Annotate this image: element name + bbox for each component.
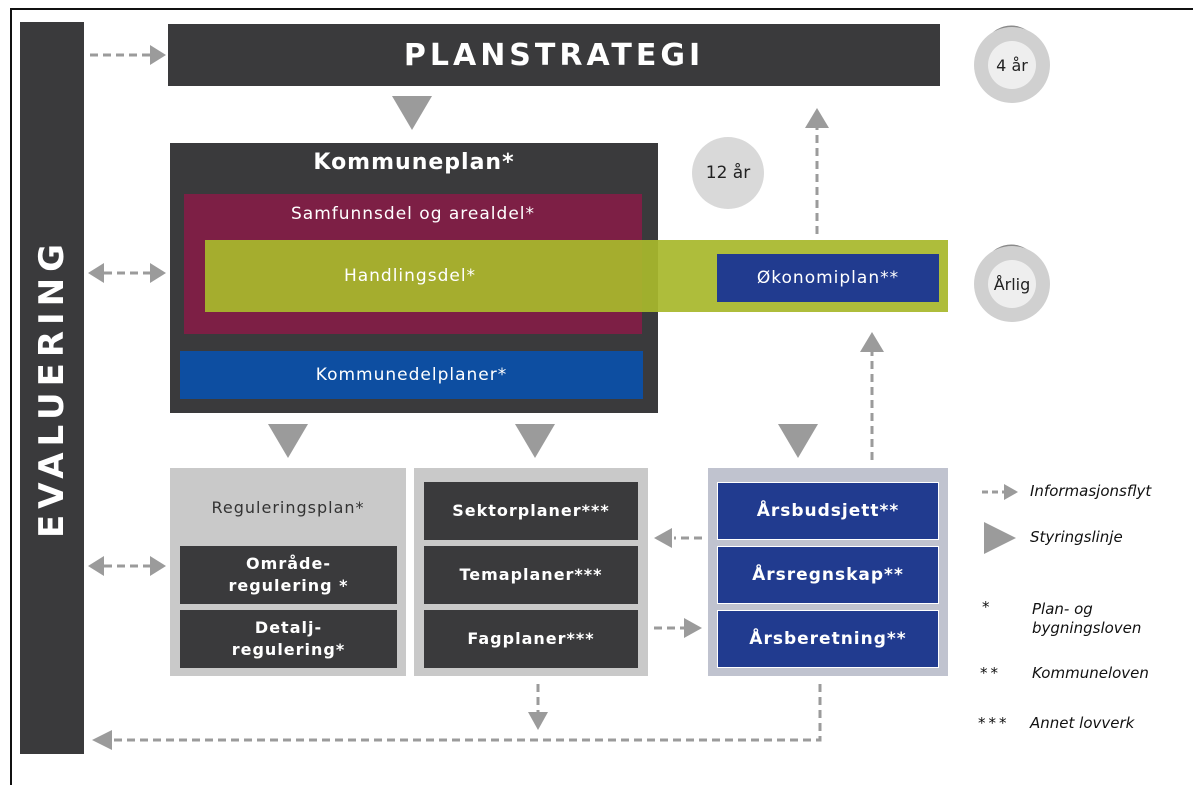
legend-star3-symbol: *** xyxy=(978,714,1010,732)
cycle-four-years: 4 år xyxy=(974,27,1050,103)
detaljregulering-line2: regulering* xyxy=(231,640,346,659)
legend-star1-text: Plan- og bygningsloven xyxy=(1032,600,1141,638)
legend-info-flow-label: Informasjonsflyt xyxy=(1030,482,1152,500)
planstrategi-bar: PLANSTRATEGI xyxy=(168,24,940,86)
legend-steering-triangle xyxy=(984,522,1016,554)
legend-info-arrow-head xyxy=(1004,484,1018,500)
kommuneplan-title: Kommuneplan* xyxy=(313,150,515,175)
legend-star1-line2: bygningsloven xyxy=(1032,619,1142,637)
arsberetning-box: Årsberetning** xyxy=(717,610,939,668)
evaluation-bar: EVALUERING xyxy=(20,22,84,754)
arsbudsjett-box: Årsbudsjett** xyxy=(717,482,939,540)
legend-steering-label: Styringslinje xyxy=(1030,528,1123,546)
cycle-twelve-years: 12 år xyxy=(692,137,764,209)
legend-star1-symbol: * xyxy=(982,598,990,616)
evaluation-label: EVALUERING xyxy=(32,237,72,539)
steering-triangle-regulering xyxy=(268,424,308,458)
cycle-annual-label: Årlig xyxy=(988,260,1036,308)
legend-star3-text: Annet lovverk xyxy=(1030,714,1135,732)
outer-frame xyxy=(10,8,1193,785)
sektorplaner-box: Sektorplaner*** xyxy=(424,482,638,540)
cycle-annual: Årlig xyxy=(974,246,1050,322)
legend-star2-text: Kommuneloven xyxy=(1032,664,1149,682)
steering-triangle-sektor xyxy=(515,424,555,458)
info-arrow-feedback-evaluation xyxy=(112,684,822,742)
reguleringsplan-label: Reguleringsplan* xyxy=(211,498,365,517)
detaljregulering-box: Detalj- regulering* xyxy=(180,610,397,668)
samfunnsdel-label: Samfunnsdel og arealdel* xyxy=(290,204,535,224)
handlingsdel-label: Handlingsdel* xyxy=(343,266,477,286)
legend-star1-line1: Plan- og xyxy=(1032,600,1093,618)
kommunedelplaner-box: Kommunedelplaner* xyxy=(180,351,643,399)
legend-star2-symbol: ** xyxy=(980,664,1001,682)
fagplaner-box: Fagplaner*** xyxy=(424,610,638,668)
steering-triangle-planstrategi xyxy=(392,96,432,130)
omraderegulering-line2: regulering * xyxy=(228,576,349,595)
okonomiplan-box: Økonomiplan** xyxy=(717,254,939,302)
arrowhead-right xyxy=(150,45,166,65)
omraderegulering-box: Område- regulering * xyxy=(180,546,397,604)
arsregnskap-box: Årsregnskap** xyxy=(717,546,939,604)
detaljregulering-line1: Detalj- xyxy=(254,618,323,637)
temaplaner-box: Temaplaner*** xyxy=(424,546,638,604)
steering-triangle-ars xyxy=(778,424,818,458)
cycle-four-years-label: 4 år xyxy=(988,41,1036,89)
omraderegulering-line1: Område- xyxy=(246,554,331,573)
